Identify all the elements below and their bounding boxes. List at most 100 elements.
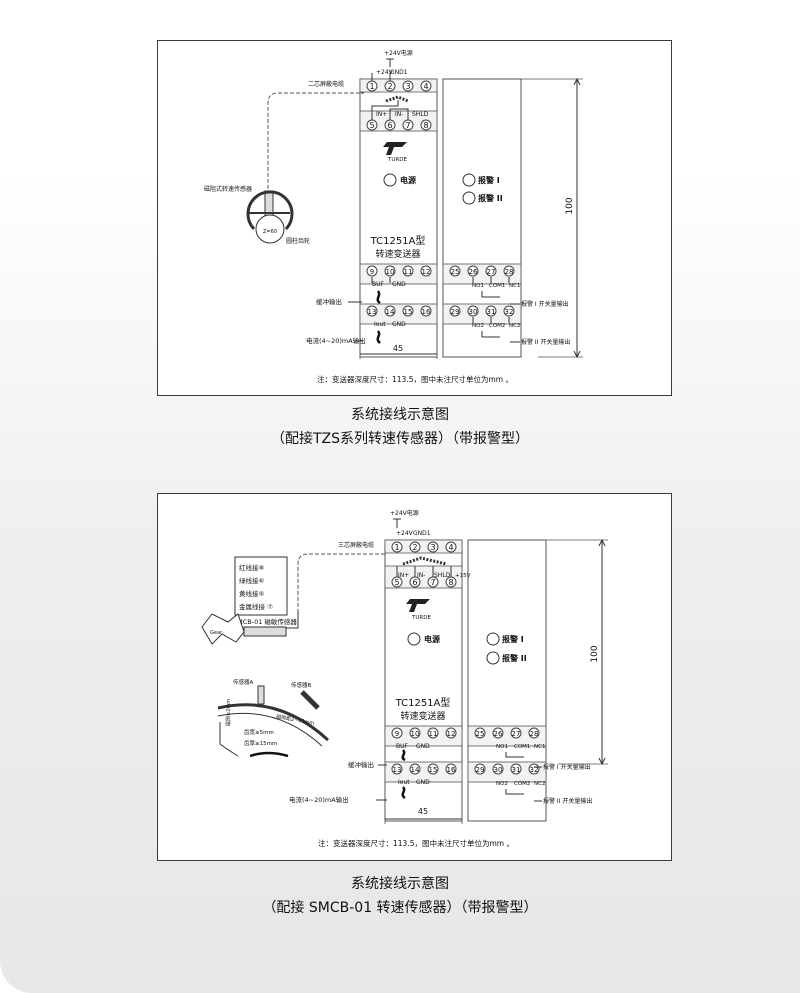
v24-label: +24V xyxy=(376,69,394,76)
svg-text:1: 1 xyxy=(394,543,399,552)
installation-sketch: 传感器A 传感器B 磁隙≤2mm 磁隙距2~10mm 齿宽≥5mm 齿厚≥15m… xyxy=(217,678,330,758)
svg-text:26: 26 xyxy=(494,730,503,738)
no1-label: NO1 xyxy=(472,283,484,289)
com1-label: COM1 xyxy=(489,283,505,289)
terminal-row-top: 1 2 3 4 xyxy=(391,541,457,553)
alarm1-led-icon xyxy=(462,173,476,187)
svg-text:5: 5 xyxy=(369,121,374,130)
wire-metal-label: 金属线接 ⑦ xyxy=(239,602,273,611)
svg-text:4: 4 xyxy=(448,543,453,552)
svg-text:29: 29 xyxy=(476,766,485,774)
alarm1-out-label: 报警 I 开关量输出 xyxy=(543,763,591,771)
alarm2-label: 报警 II xyxy=(478,193,503,203)
svg-text:磁隙距2~10mm: 磁隙距2~10mm xyxy=(276,713,315,727)
svg-text:4: 4 xyxy=(423,82,428,91)
terminal-row-top: 1 2 3 4 xyxy=(366,80,432,92)
svg-text:12: 12 xyxy=(447,730,456,738)
buffer-out-label: 缓冲输出 xyxy=(348,760,374,769)
no1-label: NO1 xyxy=(496,744,508,750)
svg-text:30: 30 xyxy=(494,766,503,774)
in-plus-label: IN+ xyxy=(398,572,409,579)
svg-text:10: 10 xyxy=(386,268,395,276)
terminal-row-output2: 13 14 15 16 xyxy=(366,305,432,317)
svg-text:齿宽≥5mm: 齿宽≥5mm xyxy=(244,728,274,736)
svg-text:12: 12 xyxy=(422,268,431,276)
com2-label: COM2 xyxy=(489,323,505,329)
svg-text:28: 28 xyxy=(530,730,539,738)
power-label: +24V电源 xyxy=(390,509,419,517)
power-led-label: 电源 xyxy=(424,634,440,644)
alarm1-led-icon xyxy=(486,632,500,646)
svg-text:15: 15 xyxy=(429,766,438,774)
cable-label: 二芯屏蔽电缆 xyxy=(308,80,344,88)
terminal-row-relay1: 25 26 27 28 xyxy=(449,265,515,277)
nc1-label: NC1 xyxy=(509,283,520,289)
svg-text:10: 10 xyxy=(411,730,420,738)
height-dimension: 100 xyxy=(546,538,608,766)
alarm1-out-label: 报警 I 开关量输出 xyxy=(521,300,569,308)
com2-label: COM2 xyxy=(514,781,530,787)
v15-label: +15V xyxy=(455,573,471,579)
gnd1-label: GND1 xyxy=(390,69,408,76)
diagram-svg-1: 1 2 3 4 5 6 7 8 9 10 11 12 13 14 15 16 2… xyxy=(204,49,583,384)
width-dimension: 45 xyxy=(359,341,438,359)
depth-note: 注：变送器深度尺寸：113.5，图中未注尺寸单位为mm 。 xyxy=(318,838,514,848)
svg-text:7: 7 xyxy=(405,121,410,130)
terminal-row-input: 5 6 7 8 xyxy=(366,119,432,131)
terminal-row-output1: 9 10 11 12 xyxy=(366,265,432,277)
svg-text:13: 13 xyxy=(393,766,402,774)
power-led-icon xyxy=(383,173,397,187)
svg-text:6: 6 xyxy=(412,578,417,587)
svg-text:11: 11 xyxy=(429,730,438,738)
svg-text:14: 14 xyxy=(411,766,420,774)
smcb-sensor-icon xyxy=(243,626,287,637)
alarm1-label: 报警 I xyxy=(478,175,500,185)
svg-text:25: 25 xyxy=(476,730,485,738)
svg-text:3: 3 xyxy=(405,82,410,91)
svg-text:1: 1 xyxy=(369,82,374,91)
gnd-label-1: GND xyxy=(392,281,406,288)
gnd1-label: GND1 xyxy=(413,530,431,537)
wiring-diagram-tzs: 1 2 3 4 5 6 7 8 9 10 11 12 13 14 15 16 2… xyxy=(157,40,672,396)
alarm1-label: 报警 I xyxy=(502,634,524,644)
caption-2-title: 系统接线示意图 xyxy=(351,876,449,892)
svg-text:11: 11 xyxy=(404,268,413,276)
model-label: TC1251A型 xyxy=(395,696,451,709)
in-minus-label: IN- xyxy=(395,111,403,118)
svg-text:31: 31 xyxy=(512,766,521,774)
svg-text:45: 45 xyxy=(418,807,428,816)
buffer-out-label: 缓冲输出 xyxy=(316,297,342,306)
buf-label: BUF xyxy=(372,281,385,288)
svg-text:15: 15 xyxy=(404,308,413,316)
svg-text:TURDE: TURDE xyxy=(387,157,407,163)
power-label: +24V电源 xyxy=(384,49,413,57)
height-dimension: 100 xyxy=(521,77,583,359)
shld-label: SHLD xyxy=(434,572,451,579)
shld-label: SHLD xyxy=(412,111,429,118)
alarm2-led-icon xyxy=(486,651,500,665)
svg-text:45: 45 xyxy=(393,344,403,353)
caption-1-title: 系统接线示意图 xyxy=(351,407,449,423)
svg-text:32: 32 xyxy=(530,766,539,774)
gnd-label-2: GND xyxy=(416,779,430,786)
current-out-label: 电流(4~20)mA输出 xyxy=(306,336,366,345)
svg-text:30: 30 xyxy=(469,308,478,316)
svg-text:31: 31 xyxy=(487,308,496,316)
in-plus-label: IN+ xyxy=(376,111,387,118)
svg-text:13: 13 xyxy=(368,308,377,316)
svg-text:28: 28 xyxy=(505,268,514,276)
svg-text:磁隙≤2mm: 磁隙≤2mm xyxy=(225,699,232,726)
svg-text:9: 9 xyxy=(370,268,374,276)
svg-text:7: 7 xyxy=(430,578,435,587)
caption-2-subtitle: （配接 SMCB-01 转速传感器）（带报警型） xyxy=(262,900,538,916)
power-led-label: 电源 xyxy=(400,175,416,185)
svg-text:14: 14 xyxy=(386,308,395,316)
alarm2-label: 报警 II xyxy=(502,653,527,663)
width-dimension: 45 xyxy=(384,806,463,824)
nc2-label: NC2 xyxy=(509,323,520,329)
wire-green-label: 绿线接⑥ xyxy=(239,576,265,585)
svg-text:100: 100 xyxy=(590,645,600,662)
wiring-diagram-smcb: 1 2 3 4 5 6 7 8 9 10 11 12 13 14 15 16 2… xyxy=(157,493,672,861)
gear-icon xyxy=(201,613,245,645)
iout-label: Iout xyxy=(374,321,386,328)
